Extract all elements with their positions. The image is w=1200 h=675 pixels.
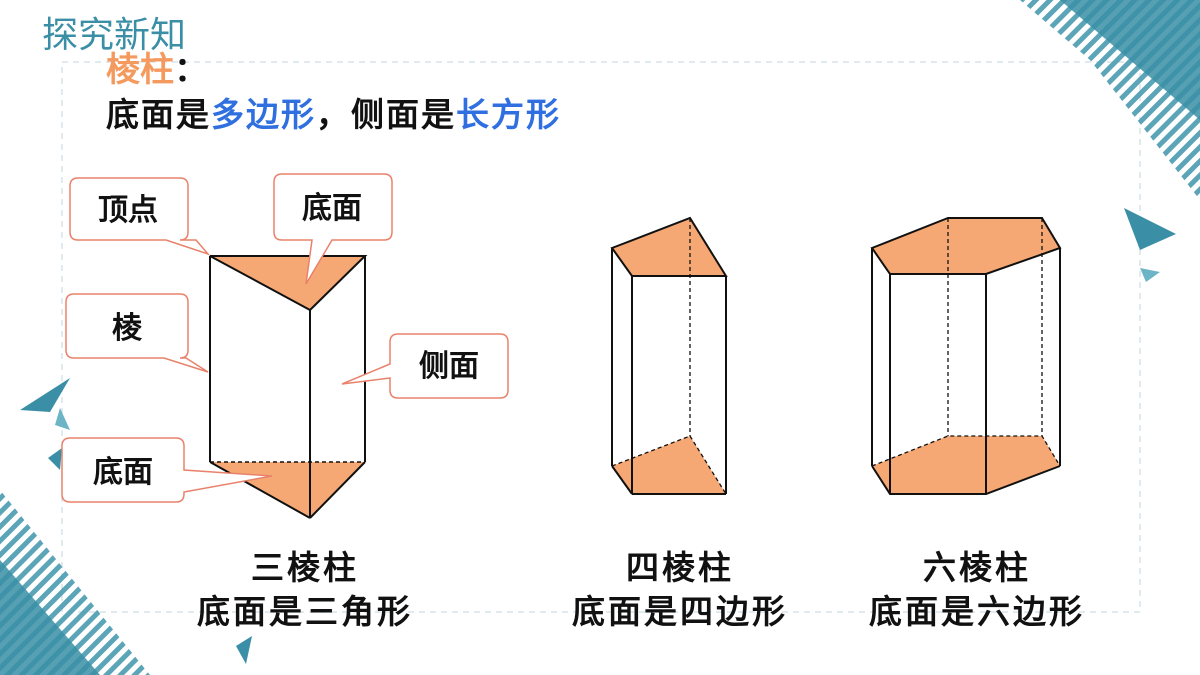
triangle-decor (55, 408, 70, 430)
callout-vertex: 顶点 (69, 177, 211, 256)
dashed-frame (61, 61, 1141, 613)
caption-hexagonal-prism: 六棱柱 底面是六边形 (822, 546, 1132, 634)
triangle-decor (48, 448, 62, 470)
triangle-decor (20, 378, 70, 412)
heading-colon: ： (174, 50, 208, 90)
section-title: 探究新知 (42, 15, 187, 56)
definition-highlight-polygon: 多边形 (211, 95, 316, 134)
top-base-triangle (209, 255, 368, 312)
prism-description: 底面是六边形 (869, 592, 1085, 631)
callout-bottom-base: 底面 (61, 437, 273, 503)
caption-triangular-prism: 三棱柱 底面是三角形 (150, 546, 460, 634)
corner-solid-top-right (1060, 0, 1200, 120)
bottom-edge (611, 465, 633, 495)
callout-top-base: 底面 (273, 173, 393, 285)
bottom-edge (871, 465, 1061, 495)
bottom-base-quadrilateral (612, 436, 726, 494)
definition-part2: ，侧面是 (316, 95, 456, 134)
prism-description: 底面是三角形 (197, 592, 413, 631)
triangle-decor (1140, 268, 1160, 282)
top-base-hexagon (870, 217, 1062, 275)
definition-line: 底面是多边形，侧面是长方形 (106, 88, 561, 136)
prism-name: 六棱柱 (923, 548, 1031, 587)
topic-heading: 棱柱： (106, 42, 208, 91)
bottom-edge (309, 461, 366, 519)
prism-name: 三棱柱 (251, 548, 359, 587)
quadrilateral-prism (610, 216, 728, 495)
hidden-edge (689, 435, 727, 495)
top-base-quadrilateral (610, 216, 728, 277)
prism-name: 四棱柱 (626, 548, 734, 587)
callout-top-base-label: 底面 (302, 191, 362, 226)
bottom-base-triangle (210, 462, 365, 518)
triangle-decor (236, 636, 252, 664)
bottom-base-hexagon (872, 436, 1060, 494)
callout-vertex-label: 顶点 (98, 193, 158, 228)
heading-term: 棱柱 (106, 50, 174, 90)
callout-edge: 棱 (65, 293, 209, 373)
bottom-edge (209, 461, 311, 519)
callout-edge-label: 棱 (112, 311, 143, 346)
definition-highlight-rectangle: 长方形 (456, 95, 561, 134)
callout-lateral-face: 侧面 (341, 333, 509, 399)
prism-description: 底面是四边形 (572, 592, 788, 631)
callout-bottom-base-label: 底面 (93, 455, 153, 490)
callout-lateral-face-label: 侧面 (419, 349, 479, 384)
caption-quadrilateral-prism: 四棱柱 底面是四边形 (525, 546, 835, 634)
hidden-edge (871, 435, 1061, 467)
triangle-decor (1124, 208, 1176, 250)
definition-part1: 底面是 (106, 95, 211, 134)
corner-solid-bottom-left (0, 560, 100, 675)
hexagonal-prism (870, 217, 1062, 495)
